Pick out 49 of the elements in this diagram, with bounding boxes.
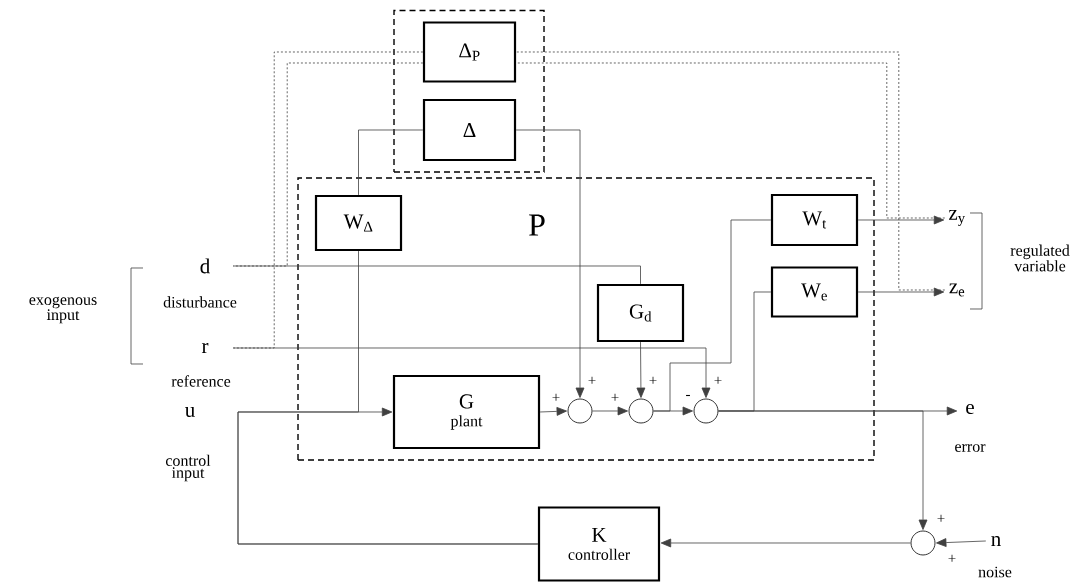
block-box: Δ (422, 98, 517, 162)
block-box: G plant (392, 374, 541, 450)
signal-label: r (201, 343, 209, 353)
arrow (515, 129, 585, 398)
signal-label: n (991, 536, 1001, 546)
dotted-line (515, 51, 946, 291)
summing-junction (567, 398, 593, 424)
arrow (660, 538, 911, 548)
sign-label: + (611, 393, 619, 401)
signal-caption: reference (171, 375, 231, 387)
summing-junction (910, 530, 936, 556)
dotted-line (515, 62, 946, 219)
block-box: K controller (537, 506, 661, 582)
arrow (592, 406, 628, 416)
sign-label: + (948, 554, 956, 562)
signal-label: z$_{e}$ (949, 283, 965, 297)
arrow (857, 287, 945, 297)
block-box: W$_{t}$ (770, 193, 859, 247)
block-box: Δ$_{P}$ (422, 21, 517, 83)
arrow (539, 407, 567, 416)
signal-label: z$_{y}$ (949, 210, 966, 226)
block-box: G$_{d}$ (596, 283, 685, 343)
dashed-frame (393, 9, 545, 173)
arrow (857, 215, 945, 225)
signal-label: d (200, 258, 210, 274)
signal-caption: error (955, 444, 986, 452)
arrow (718, 410, 928, 530)
signal-caption: disturbance (163, 296, 237, 308)
annotation: control input (165, 454, 211, 482)
sign-label: + (937, 514, 945, 522)
annotation: exogenous input (29, 296, 97, 324)
summing-junction (628, 398, 654, 424)
signal-label: u (185, 407, 195, 417)
frame-title: P (529, 214, 545, 236)
block-box: W$_{Δ}$ (314, 194, 403, 252)
block-box: W$_{e}$ (770, 266, 859, 318)
signal-line (653, 219, 772, 412)
annotation: regulated variable (1010, 244, 1070, 272)
sign-label: + (649, 376, 657, 384)
arrow (701, 387, 711, 398)
signal-label: e (966, 403, 974, 415)
signal-caption: noise (978, 566, 1012, 578)
sign-label: - (686, 394, 690, 397)
sign-label: + (588, 376, 596, 384)
sign-label: + (714, 376, 722, 384)
summing-junction (693, 398, 719, 424)
signal-line (358, 129, 424, 196)
sign-label: + (552, 393, 560, 401)
arrow (936, 538, 987, 547)
